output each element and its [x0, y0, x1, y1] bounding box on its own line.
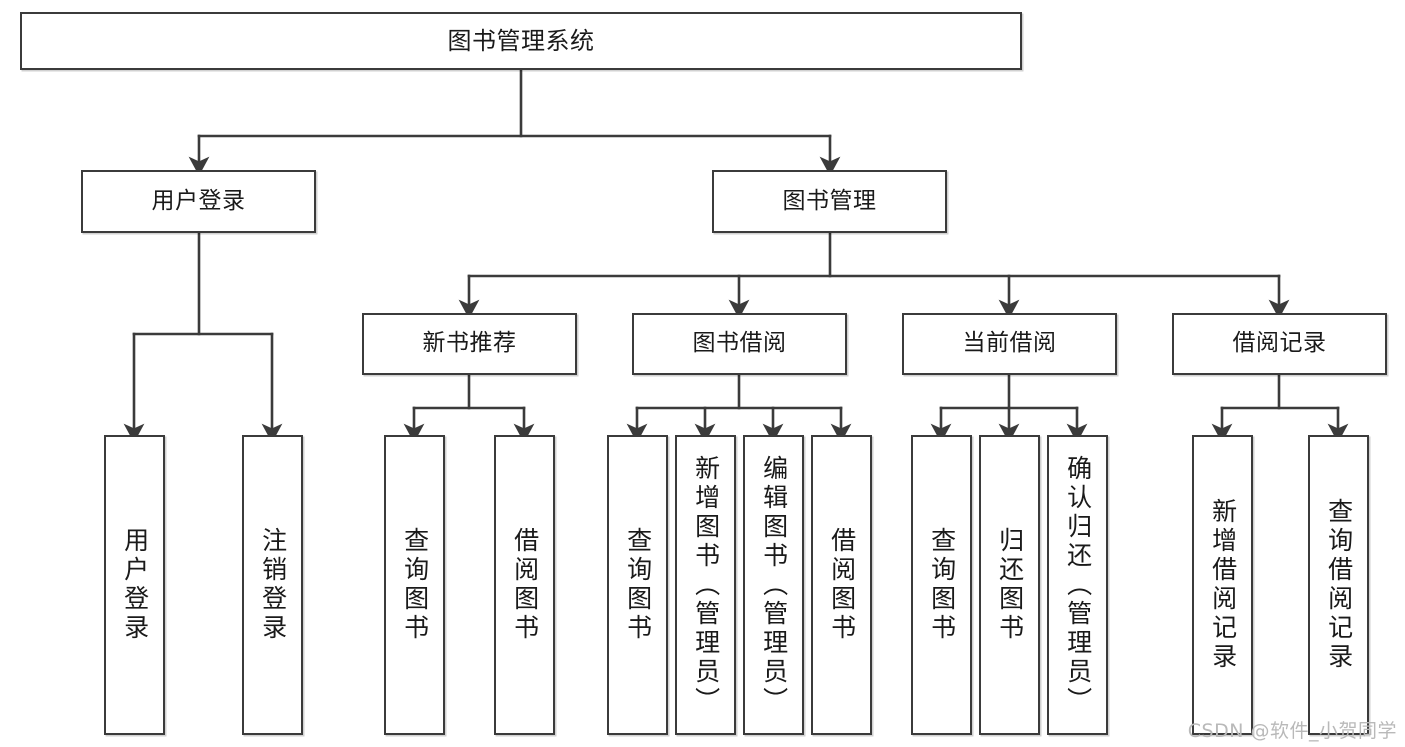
- leaf-query-borrow-record[interactable]: 查询借阅记录: [1308, 435, 1369, 735]
- node-book-borrowing[interactable]: 图书借阅: [632, 313, 847, 375]
- node-label: 新增借阅记录: [1208, 498, 1238, 672]
- leaf-borrow-book-recommend[interactable]: 借阅图书: [494, 435, 555, 735]
- node-label: 借阅记录: [1232, 330, 1327, 357]
- node-label: 注销登录: [258, 527, 288, 643]
- leaf-user-login[interactable]: 用户登录: [104, 435, 165, 735]
- leaf-add-borrow-record[interactable]: 新增借阅记录: [1192, 435, 1253, 735]
- leaf-logout[interactable]: 注销登录: [242, 435, 303, 735]
- watermark-text: CSDN @软件_小贺同学: [1187, 720, 1397, 742]
- node-label: 归还图书: [995, 527, 1025, 643]
- leaf-query-book-current[interactable]: 查询图书: [911, 435, 972, 735]
- leaf-add-book-admin[interactable]: 新增图书（管理员）: [675, 435, 736, 735]
- node-new-book-recommendation[interactable]: 新书推荐: [362, 313, 577, 375]
- leaf-return-book[interactable]: 归还图书: [979, 435, 1040, 735]
- leaf-edit-book-admin[interactable]: 编辑图书（管理员）: [743, 435, 804, 735]
- node-root-book-management-system[interactable]: 图书管理系统: [20, 12, 1022, 70]
- node-label: 确认归还（管理员）: [1063, 454, 1093, 716]
- node-label: 图书管理系统: [447, 26, 595, 55]
- node-label: 图书管理: [782, 187, 877, 214]
- leaf-borrow-book[interactable]: 借阅图书: [811, 435, 872, 735]
- leaf-query-book-recommend[interactable]: 查询图书: [384, 435, 445, 735]
- node-label: 查询图书: [400, 527, 430, 643]
- node-label: 查询借阅记录: [1324, 498, 1354, 672]
- node-label: 查询图书: [927, 527, 957, 643]
- node-label: 借阅图书: [510, 527, 540, 643]
- node-current-borrowing[interactable]: 当前借阅: [902, 313, 1117, 375]
- node-user-login[interactable]: 用户登录: [81, 170, 316, 233]
- node-label: 新增图书（管理员）: [691, 454, 721, 716]
- node-label: 当前借阅: [962, 330, 1057, 357]
- node-label: 借阅图书: [827, 527, 857, 643]
- leaf-confirm-return-admin[interactable]: 确认归还（管理员）: [1047, 435, 1108, 735]
- node-label: 编辑图书（管理员）: [759, 454, 789, 716]
- leaf-query-book-borrow[interactable]: 查询图书: [607, 435, 668, 735]
- node-label: 图书借阅: [692, 330, 787, 357]
- node-label: 新书推荐: [422, 330, 517, 357]
- node-label: 用户登录: [120, 527, 150, 643]
- node-borrowing-records[interactable]: 借阅记录: [1172, 313, 1387, 375]
- node-book-management[interactable]: 图书管理: [712, 170, 947, 233]
- node-label: 查询图书: [623, 527, 653, 643]
- node-label: 用户登录: [151, 187, 246, 214]
